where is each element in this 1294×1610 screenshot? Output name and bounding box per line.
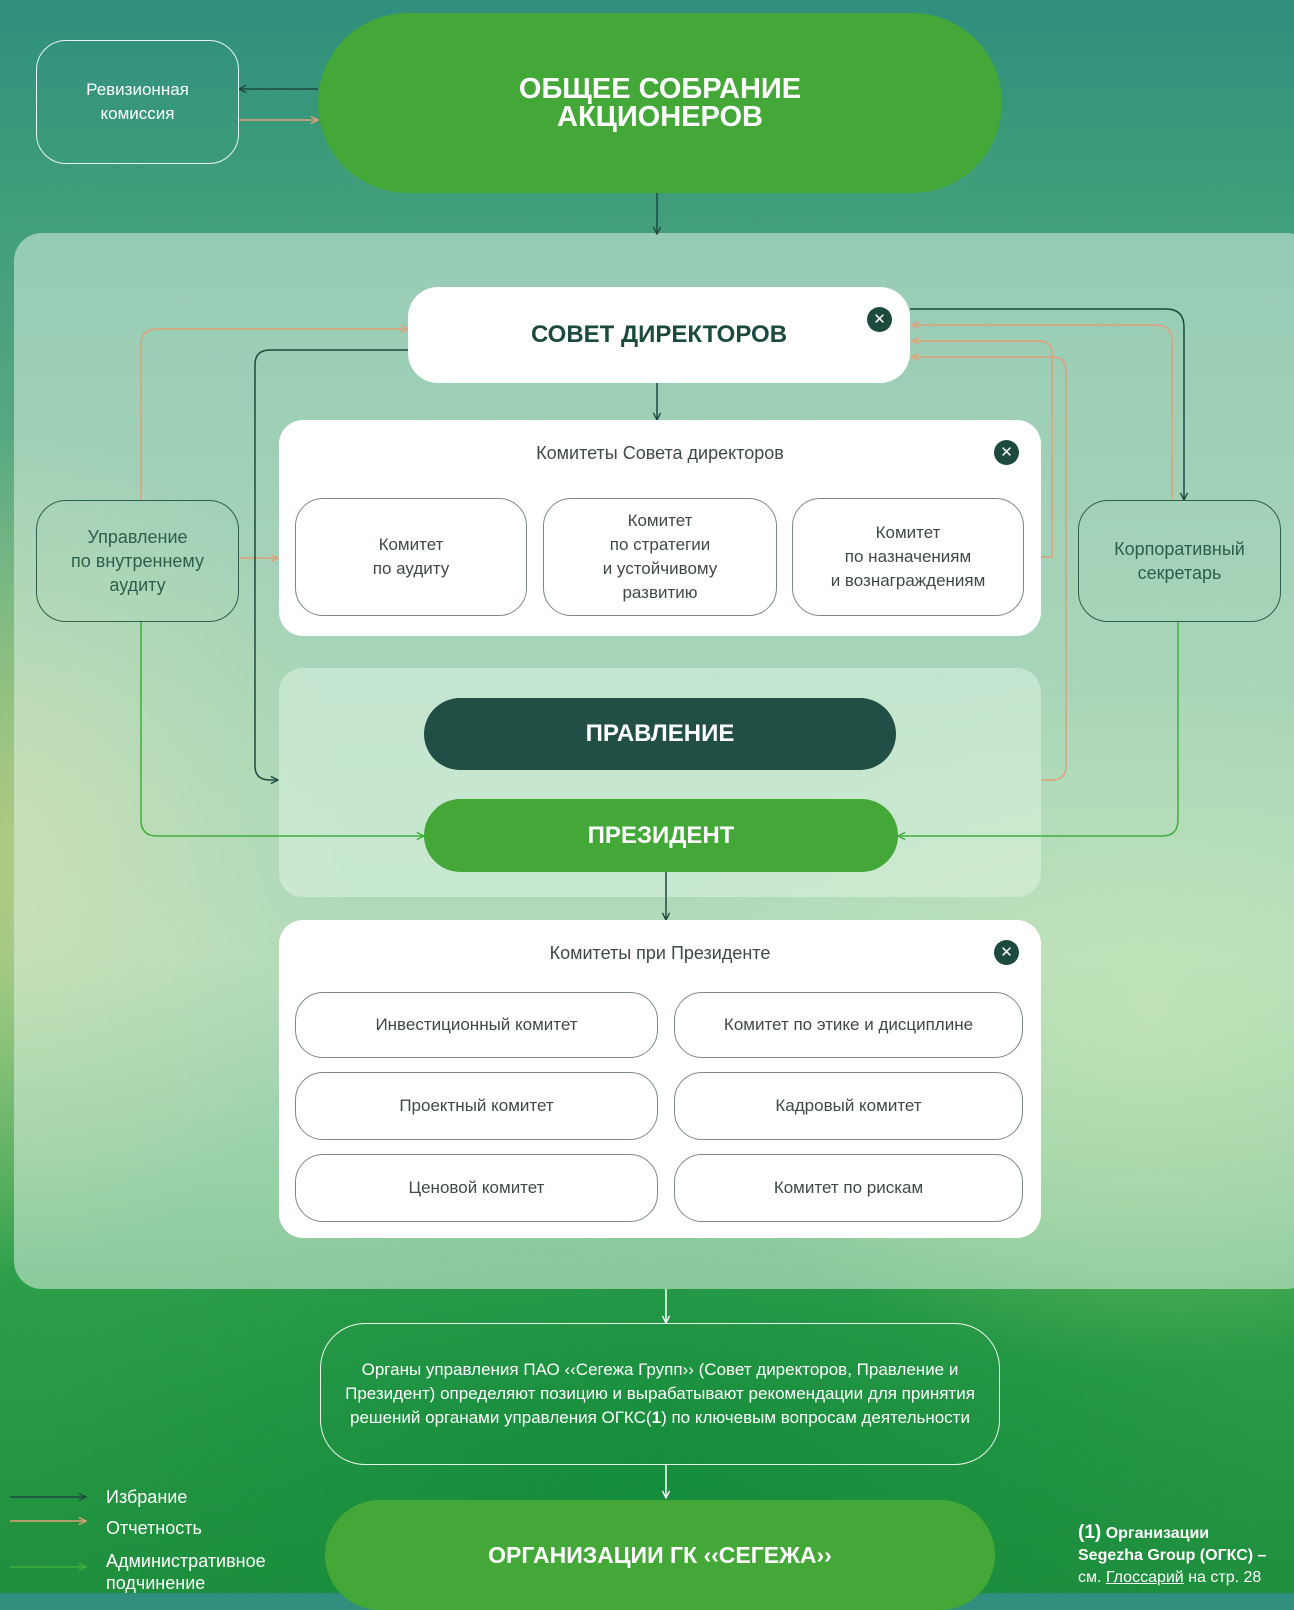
- legend-reporting-label: Отчетность: [106, 1518, 202, 1538]
- management-board-label: ПРАВЛЕНИЕ: [585, 720, 735, 747]
- president-committees-card: Комитеты при Президенте ✕ Инвестиционный…: [279, 920, 1041, 1238]
- close-icon[interactable]: ✕: [994, 940, 1019, 965]
- general-meeting-box: ОБЩЕЕ СОБРАНИЕ АКЦИОНЕРОВ: [318, 13, 1002, 193]
- audit-committee-label: Комитет по аудиту: [372, 535, 450, 578]
- project-committee-box: Проектный комитет: [295, 1072, 658, 1140]
- ethics-committee-box: Комитет по этике и дисциплине: [674, 992, 1023, 1058]
- board-of-directors-label: СОВЕТ ДИРЕКТОРОВ: [530, 321, 788, 348]
- footnote: (1) Организации Segezha Group (ОГКС) – с…: [1078, 1522, 1294, 1589]
- president-box: ПРЕЗИДЕНТ: [424, 799, 898, 872]
- audit-committee-box: Комитет по аудиту: [295, 498, 527, 616]
- management-board-box: ПРАВЛЕНИЕ: [424, 698, 896, 770]
- internal-audit-label: Управление по внутреннему аудиту: [71, 527, 204, 595]
- investment-committee-box: Инвестиционный комитет: [295, 992, 658, 1058]
- pricing-committee-box: Ценовой комитет: [295, 1154, 658, 1222]
- nominations-committee-box: Комитет по назначениям и вознаграждениям: [792, 498, 1024, 616]
- revision-commission-label: Ревизионная комиссия: [86, 80, 189, 123]
- investment-committee-label: Инвестиционный комитет: [375, 1015, 578, 1034]
- nominations-committee-label: Комитет по назначениям и вознаграждениям: [830, 523, 986, 590]
- hr-committee-label: Кадровый комитет: [775, 1096, 922, 1115]
- pricing-committee-label: Ценовой комитет: [408, 1178, 545, 1197]
- project-committee-label: Проектный комитет: [399, 1096, 554, 1115]
- corporate-secretary-box: Корпоративный секретарь: [1078, 500, 1281, 622]
- president-label: ПРЕЗИДЕНТ: [587, 821, 735, 849]
- ethics-committee-label: Комитет по этике и дисциплине: [723, 1015, 974, 1034]
- footnote-title-line: (1) Организации Segezha Group (ОГКС) –: [1078, 1522, 1267, 1564]
- governance-note-box: Органы управления ПАО ‹‹Сегежа Групп›› (…: [320, 1323, 1000, 1465]
- risk-committee-label: Комитет по рискам: [773, 1178, 924, 1197]
- organizations-box: ОРГАНИЗАЦИИ ГК ‹‹СЕГЕЖА››: [325, 1500, 995, 1610]
- general-meeting-label: ОБЩЕЕ СОБРАНИЕ АКЦИОНЕРОВ: [518, 73, 802, 133]
- president-committees-heading: Комитеты при Президенте: [549, 942, 771, 963]
- strategy-committee-box: Комитет по стратегии и устойчивому разви…: [543, 498, 777, 616]
- governance-note-text: Органы управления ПАО ‹‹Сегежа Групп›› (…: [345, 1358, 975, 1430]
- close-icon[interactable]: ✕: [867, 307, 892, 332]
- board-of-directors-box: СОВЕТ ДИРЕКТОРОВ ✕: [408, 287, 910, 383]
- governance-note-text-end: ) по ключевым вопросам деятельности: [661, 1408, 970, 1427]
- footnote-ref: 1: [651, 1408, 662, 1427]
- footnote-title: Организации Segezha Group (ОГКС): [1078, 1525, 1254, 1564]
- strategy-committee-label: Комитет по стратегии и устойчивому разви…: [602, 511, 718, 602]
- corporate-secretary-label: Корпоративный секретарь: [1114, 539, 1245, 583]
- risk-committee-box: Комитет по рискам: [674, 1154, 1023, 1222]
- footnote-number: (1): [1078, 1522, 1102, 1543]
- revision-commission-box: Ревизионная комиссия: [36, 40, 239, 164]
- legend-election-label: Избрание: [106, 1487, 188, 1507]
- governance-note-text-start: Органы управления ПАО ‹‹Сегежа Групп›› (…: [345, 1360, 975, 1427]
- close-icon[interactable]: ✕: [994, 440, 1019, 465]
- board-committees-card: Комитеты Совета директоров ✕ Комитет по …: [279, 420, 1041, 636]
- internal-audit-box: Управление по внутреннему аудиту: [36, 500, 239, 622]
- glossary-link[interactable]: Глоссарий: [1105, 1569, 1184, 1586]
- board-committees-heading: Комитеты Совета директоров: [536, 442, 784, 463]
- hr-committee-box: Кадровый комитет: [674, 1072, 1023, 1140]
- legend-admin-label: Административное подчинение: [106, 1551, 266, 1593]
- organizations-label: ОРГАНИЗАЦИИ ГК ‹‹СЕГЕЖА››: [488, 1541, 832, 1568]
- footnote-see-line: см. Глоссарий на стр. 28: [1078, 1569, 1262, 1586]
